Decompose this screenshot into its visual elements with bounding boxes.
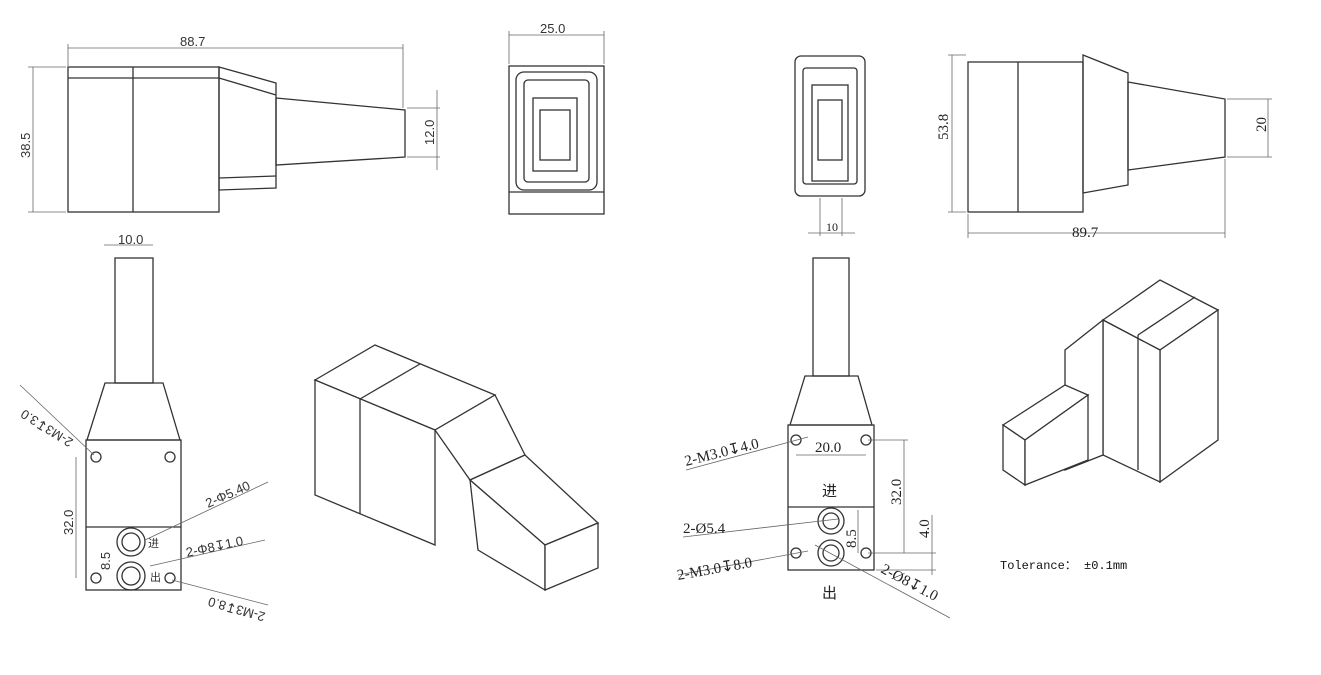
dim-right-offset: 4.0: [917, 519, 933, 538]
dim-right-spacing: 32.0: [889, 479, 905, 505]
label-thread-top: 2-M3↧3.0: [18, 406, 76, 450]
left-front-view: 88.7 38.5 12.0: [18, 34, 440, 213]
left-bottom-view: 10.0 2-M3↧3.0 32.0 2-Φ5.40 2-Φ8↧1.0 8.5 …: [18, 232, 269, 625]
dim-length: 88.7: [180, 34, 205, 49]
dim-right-end-width: 10: [826, 220, 838, 234]
label-right-port-dia: 2-Ø5.4: [683, 521, 726, 537]
label-right-thread-top: 2-M3.0↧4.0: [683, 436, 761, 470]
dim-spacing: 32.0: [61, 510, 76, 535]
label-inlet: 进: [148, 537, 159, 550]
label-right-inlet: 进: [822, 483, 837, 500]
label-counterbore: 2-Φ8↧1.0: [185, 533, 245, 560]
dim-right-port-pitch: 8.5: [844, 529, 860, 548]
dim-right-height: 53.8: [936, 114, 952, 140]
right-end-view: 10: [794, 55, 866, 236]
right-side-view: 53.8 20 89.7: [936, 54, 1272, 241]
dim-nozzle-width: 10.0: [118, 232, 143, 247]
label-port-dia: 2-Φ5.40: [203, 478, 252, 511]
dim-right-nozzle: 20: [1254, 117, 1270, 132]
dim-hole-spacing: 20.0: [815, 440, 841, 456]
label-right-outlet: 出: [822, 585, 837, 602]
dim-port-pitch: 8.5: [98, 552, 113, 570]
label-right-counterbore: 2-Ø8↧1.0: [878, 561, 940, 604]
left-isometric-view: [313, 344, 600, 592]
tolerance-note: Tolerance： ±0.1mm: [1000, 559, 1127, 573]
label-outlet: 出: [150, 570, 161, 584]
right-isometric-view: [1001, 279, 1220, 487]
right-bottom-view: 2-M3.0↧4.0 20.0 32.0 进 2-Ø5.4 8.5 4.0 2-…: [676, 257, 951, 619]
dim-end-width: 25.0: [540, 21, 565, 36]
label-right-thread-bottom: 2-M3.0↧8.0: [676, 555, 754, 584]
left-end-view: 25.0: [508, 21, 605, 215]
label-thread-bottom: 2-M3↧8.0: [206, 594, 266, 625]
dim-nozzle: 12.0: [422, 120, 437, 145]
dim-height: 38.5: [18, 133, 33, 158]
dim-right-length: 89.7: [1072, 225, 1099, 241]
